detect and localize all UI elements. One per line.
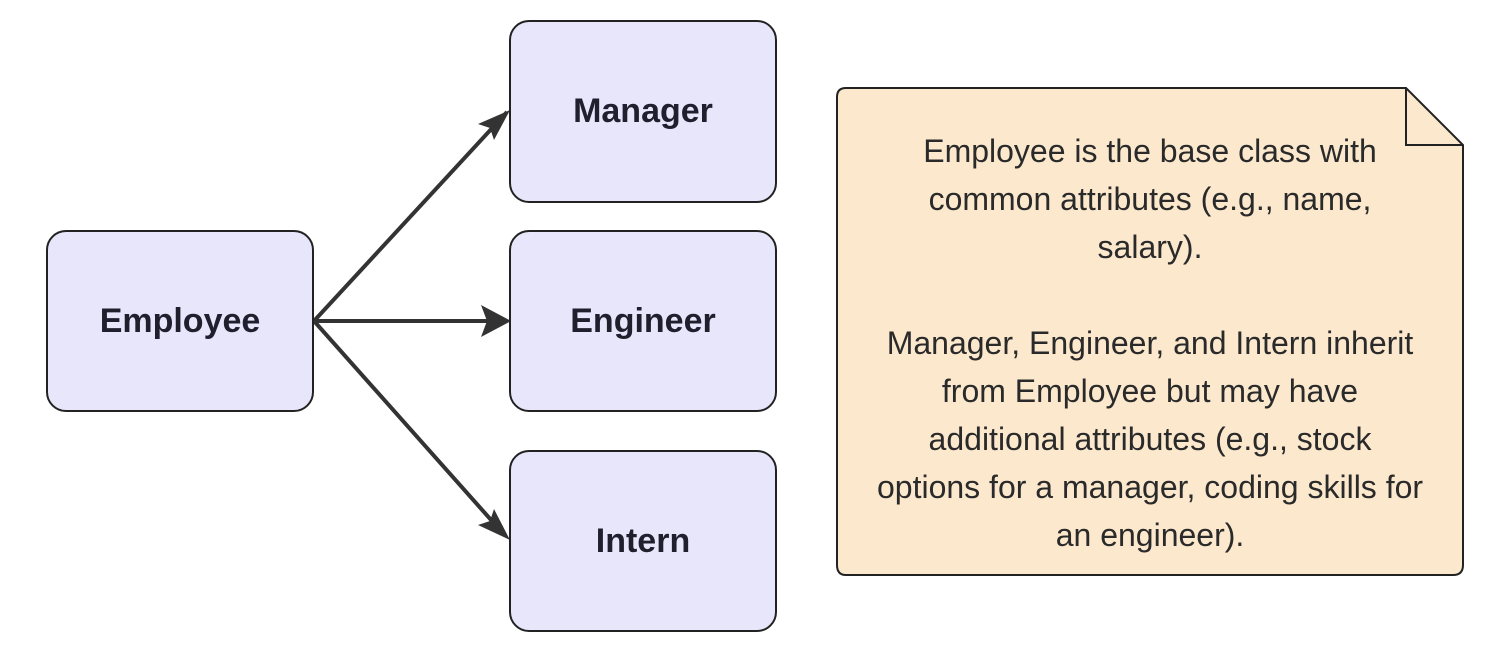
node-intern: Intern bbox=[509, 450, 777, 632]
node-employee-label: Employee bbox=[99, 301, 261, 340]
note-paragraph-1: Employee is the base class with common a… bbox=[923, 133, 1377, 265]
note-shape bbox=[836, 87, 1464, 576]
node-engineer-label: Engineer bbox=[570, 301, 716, 340]
note-text: Employee is the base class with common a… bbox=[876, 127, 1424, 559]
edge-employee-intern bbox=[312, 319, 502, 532]
arrowhead-manager bbox=[478, 110, 510, 140]
node-manager: Manager bbox=[509, 20, 777, 203]
arrowhead-engineer bbox=[481, 305, 511, 337]
arrowhead-intern bbox=[478, 509, 510, 540]
note-paragraph-2: Manager, Engineer, and Intern inherit fr… bbox=[876, 325, 1424, 553]
node-engineer: Engineer bbox=[509, 230, 777, 412]
node-employee: Employee bbox=[46, 230, 314, 412]
edge-employee-manager bbox=[312, 110, 509, 323]
note: Employee is the base class with common a… bbox=[836, 87, 1464, 576]
node-manager-label: Manager bbox=[573, 92, 713, 130]
node-intern-label: Intern bbox=[595, 521, 691, 560]
